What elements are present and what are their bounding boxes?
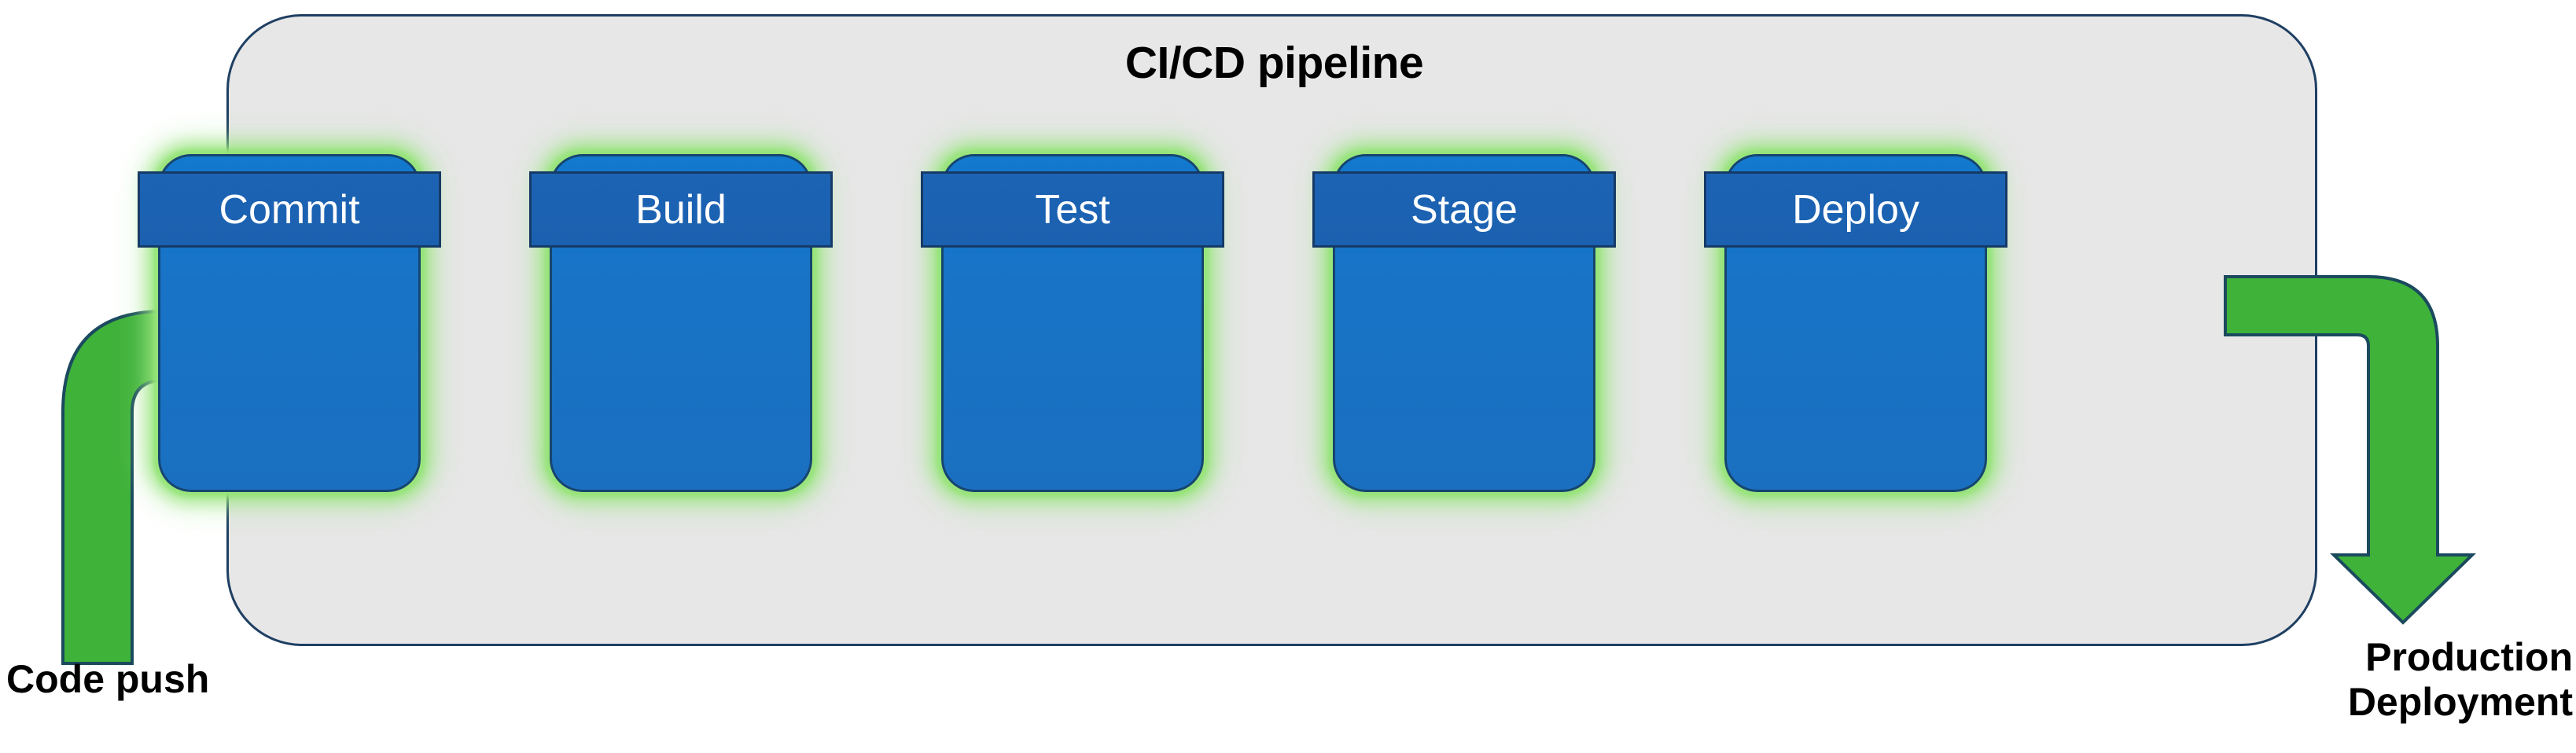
elbow-arrow-right-down-icon xyxy=(2222,259,2490,626)
stage-label: Test xyxy=(1035,186,1110,233)
code-push-label: Code push xyxy=(6,657,210,701)
stage-banner: Commit xyxy=(138,171,441,248)
stage-banner: Test xyxy=(921,171,1224,248)
stage-label: Build xyxy=(635,186,727,233)
stage-node-test[interactable]: Test xyxy=(921,140,1224,492)
page-title: CI/CD pipeline xyxy=(1124,38,1424,88)
stage-node-build[interactable]: Build xyxy=(529,140,833,492)
stage-label: Deploy xyxy=(1792,186,1919,233)
stage-banner: Stage xyxy=(1312,171,1616,248)
stage-banner: Build xyxy=(529,171,833,248)
stage-label: Stage xyxy=(1411,186,1518,233)
stage-node-commit[interactable]: Commit xyxy=(138,140,441,492)
stage-label: Commit xyxy=(219,186,360,233)
stage-banner: Deploy xyxy=(1704,171,2007,248)
stage-node-deploy[interactable]: Deploy xyxy=(1704,140,2007,492)
pipeline-container: CI/CD pipeline Commit Build xyxy=(138,14,2317,646)
stage-node-stage[interactable]: Stage xyxy=(1312,140,1616,492)
production-deployment-label: Production Deployment xyxy=(2347,635,2573,724)
